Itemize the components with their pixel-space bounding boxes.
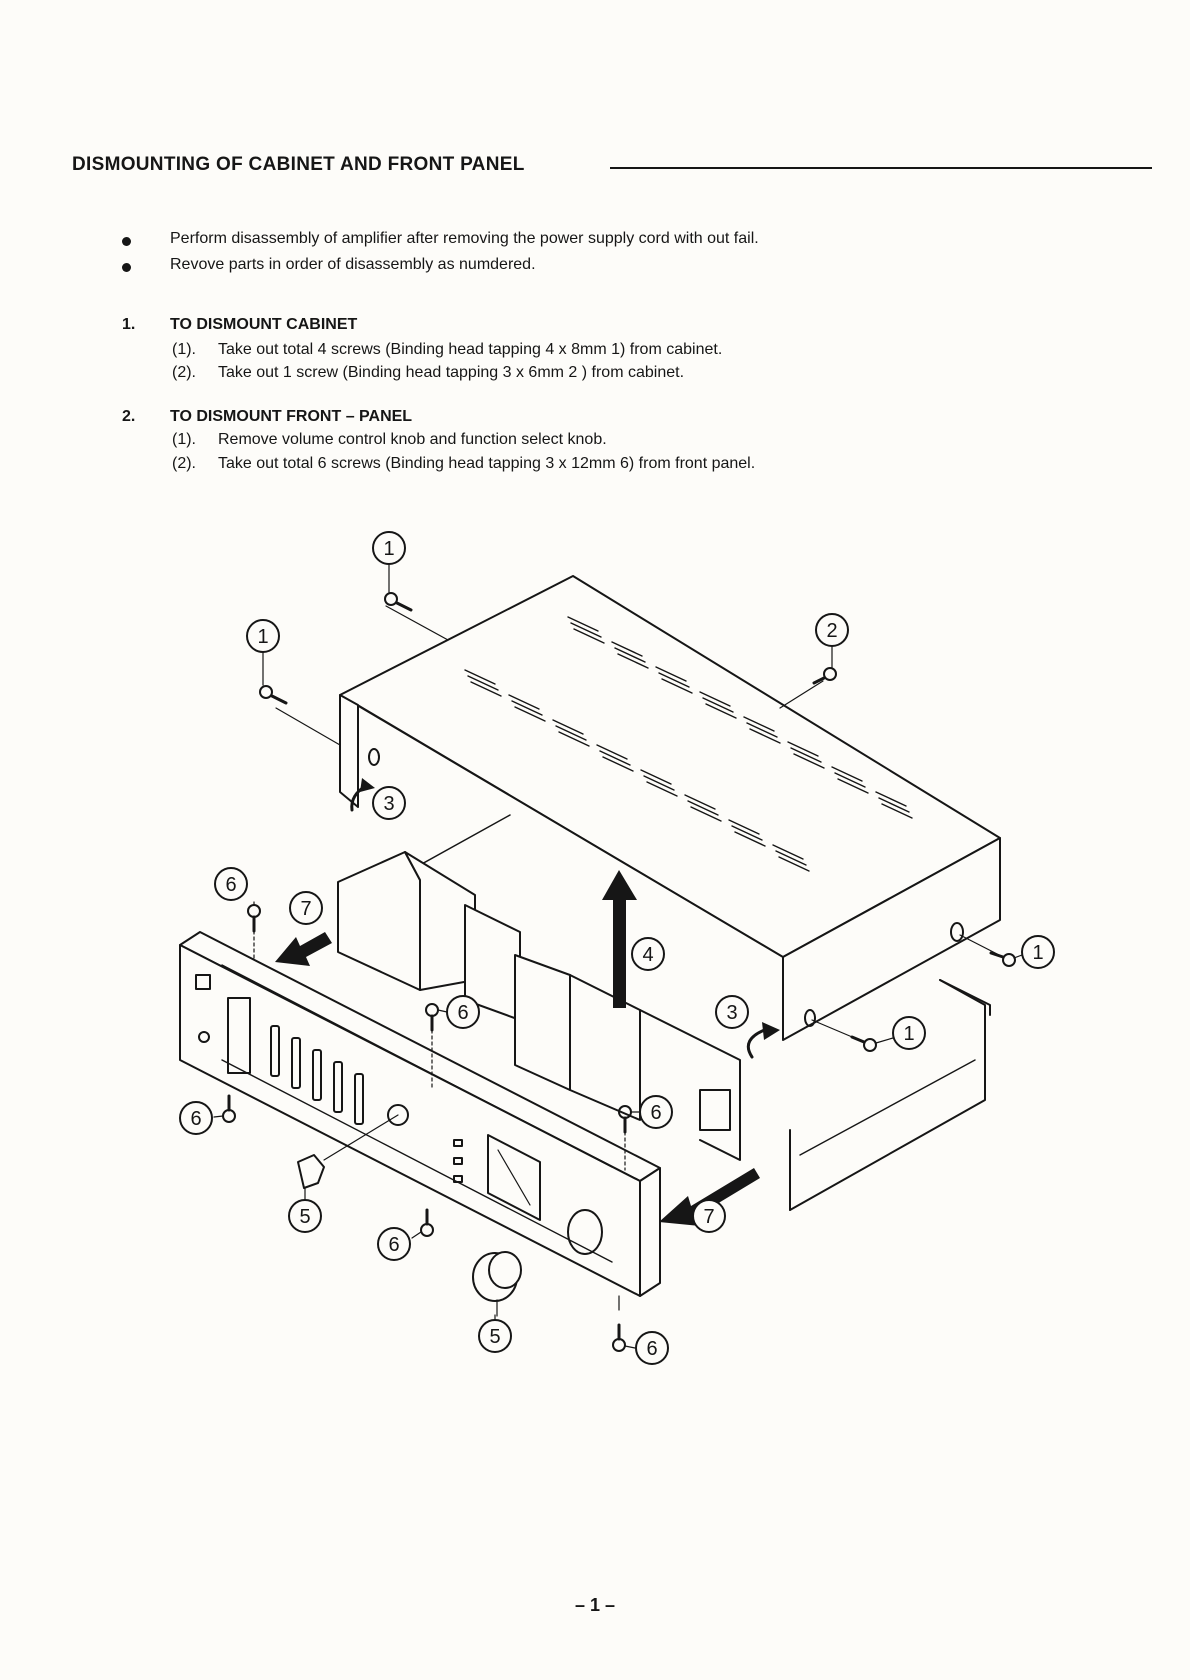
screw-icon <box>811 1019 877 1052</box>
volume-shaft-icon <box>567 1209 603 1255</box>
screw-icon <box>959 934 1016 967</box>
slider-slot <box>333 1061 343 1113</box>
callout-6: 6 <box>179 1101 213 1135</box>
callout-7: 7 <box>289 891 323 925</box>
callout-7: 7 <box>692 1199 726 1233</box>
pull-arrow-7-right <box>659 1168 760 1226</box>
svg-text:1: 1 <box>383 538 394 560</box>
svg-text:2: 2 <box>826 620 837 642</box>
svg-text:1: 1 <box>1032 942 1043 964</box>
function-shaft-icon <box>387 1104 409 1126</box>
section-title: TO DISMOUNT CABINET <box>170 316 358 333</box>
power-switch-icon <box>195 974 211 990</box>
step-text: Take out 1 screw (Binding head tapping 3… <box>218 364 685 381</box>
screw-icon <box>779 667 837 709</box>
svg-text:6: 6 <box>650 1102 661 1124</box>
callout-1: 1 <box>892 1016 926 1050</box>
bullet-icon <box>122 263 131 272</box>
volume-control-knob <box>472 1251 522 1317</box>
screw-hole-icon <box>950 922 964 942</box>
slider-slot <box>312 1049 322 1101</box>
svg-text:1: 1 <box>903 1023 914 1045</box>
button-icon <box>453 1157 463 1165</box>
svg-text:6: 6 <box>190 1108 201 1130</box>
svg-text:1: 1 <box>257 626 268 648</box>
svg-text:6: 6 <box>646 1338 657 1360</box>
callout-6: 6 <box>639 1095 673 1129</box>
svg-text:6: 6 <box>225 874 236 896</box>
cabinet-cover <box>339 575 1001 1041</box>
screw-hole-icon <box>368 748 380 766</box>
step-text: Remove volume control knob and function … <box>218 431 607 448</box>
page-title: DISMOUNTING OF CABINET AND FRONT PANEL <box>72 154 525 175</box>
svg-text:6: 6 <box>388 1234 399 1256</box>
svg-text:5: 5 <box>299 1206 310 1228</box>
callout-3: 3 <box>715 995 749 1029</box>
screw-icon <box>384 592 449 641</box>
callout-1: 1 <box>1021 935 1055 969</box>
section-number: 2. <box>122 408 136 425</box>
indicator-icon <box>198 1031 210 1043</box>
svg-text:7: 7 <box>300 898 311 920</box>
svg-text:6: 6 <box>457 1002 468 1024</box>
callout-5: 5 <box>288 1199 322 1233</box>
display-window <box>227 997 251 1074</box>
lift-arrow-4 <box>602 870 637 1008</box>
chassis <box>337 814 991 1211</box>
callout-6: 6 <box>635 1331 669 1365</box>
front-panel <box>179 931 661 1297</box>
screw-hole-icon <box>804 1009 816 1027</box>
button-icon <box>453 1139 463 1147</box>
exploded-view-diagram: 1 1 2 3 3 1 1 4 6 7 6 6 6 5 6 7 5 6 <box>179 531 1055 1365</box>
screw-icon <box>222 1094 236 1123</box>
callout-2: 2 <box>815 613 849 647</box>
function-select-knob <box>297 1114 399 1189</box>
step-number: (1). <box>172 431 196 448</box>
section-header: DISMOUNTING OF CABINET AND FRONT PANEL <box>72 154 1152 188</box>
callout-6: 6 <box>214 867 248 901</box>
callout-4: 4 <box>631 937 665 971</box>
svg-text:7: 7 <box>703 1206 714 1228</box>
note-text: Revove parts in order of disassembly as … <box>170 256 536 273</box>
callout-6: 6 <box>446 995 480 1029</box>
button-icon <box>453 1175 463 1183</box>
step-number: (1). <box>172 341 196 358</box>
section-number: 1. <box>122 316 136 333</box>
svg-text:4: 4 <box>642 944 653 966</box>
callout-1: 1 <box>246 619 280 653</box>
step-text: Take out total 6 screws (Binding head ta… <box>218 455 756 472</box>
svg-text:3: 3 <box>383 793 394 815</box>
section-title: TO DISMOUNT FRONT – PANEL <box>170 408 413 425</box>
screw-icon <box>612 1295 626 1352</box>
svg-text:3: 3 <box>726 1002 737 1024</box>
screw-icon <box>259 685 341 746</box>
step-text: Take out total 4 screws (Binding head ta… <box>218 341 723 358</box>
pull-arrow-7-left <box>275 932 332 966</box>
note-text: Perform disassembly of amplifier after r… <box>170 230 759 247</box>
rotate-arrow-3 <box>350 778 780 1059</box>
vent-slots <box>464 616 913 872</box>
callout-leaders <box>213 564 1023 1349</box>
callout-1: 1 <box>372 531 406 565</box>
bullet-icon <box>122 237 131 246</box>
slider-slot <box>270 1025 280 1077</box>
callout-3: 3 <box>372 786 406 820</box>
step-number: (2). <box>172 364 196 381</box>
slider-slot <box>354 1073 364 1125</box>
callout-5: 5 <box>478 1319 512 1353</box>
page-number: – 1 – <box>574 1595 616 1615</box>
display-glass <box>487 1134 541 1221</box>
svg-text:5: 5 <box>489 1326 500 1348</box>
screw-icon <box>420 1208 434 1237</box>
callout-6: 6 <box>377 1227 411 1261</box>
slider-slot <box>291 1037 301 1089</box>
step-number: (2). <box>172 455 196 472</box>
screw-icon <box>247 904 261 961</box>
title-rule <box>610 167 1152 169</box>
